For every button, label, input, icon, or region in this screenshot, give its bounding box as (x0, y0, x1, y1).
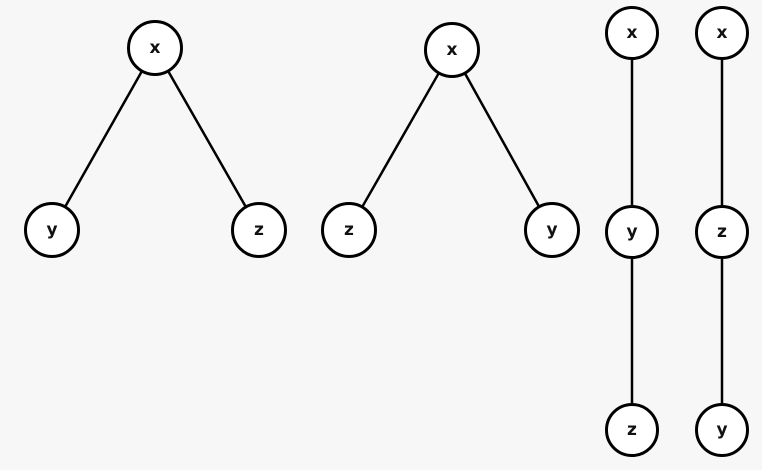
tree-node-z[interactable]: z (321, 202, 377, 258)
node-label: z (254, 219, 264, 240)
tree-edge (167, 70, 247, 208)
node-label: x (149, 37, 161, 58)
node-label: x (716, 22, 728, 43)
tree-node-x[interactable]: x (424, 22, 480, 78)
tree-node-z[interactable]: z (231, 202, 287, 258)
tree-node-z[interactable]: z (695, 205, 749, 259)
tree-node-y[interactable]: y (605, 205, 659, 259)
tree-node-x[interactable]: x (605, 6, 659, 60)
tree-node-y[interactable]: y (695, 403, 749, 457)
tree-edge (463, 72, 541, 208)
tree-node-y[interactable]: y (524, 202, 580, 258)
node-label: y (626, 221, 638, 242)
tree-node-x[interactable]: x (695, 6, 749, 60)
tree-node-x[interactable]: x (127, 20, 183, 76)
tree-edge (361, 72, 440, 208)
node-label: y (46, 219, 58, 240)
node-label: x (446, 39, 458, 60)
tree-node-z[interactable]: z (605, 403, 659, 457)
node-label: x (626, 22, 638, 43)
node-label: z (344, 219, 354, 240)
node-label: z (717, 221, 727, 242)
node-label: z (627, 419, 637, 440)
tree-edge (64, 70, 143, 208)
node-label: y (716, 419, 728, 440)
tree-node-y[interactable]: y (24, 202, 80, 258)
node-label: y (546, 219, 558, 240)
